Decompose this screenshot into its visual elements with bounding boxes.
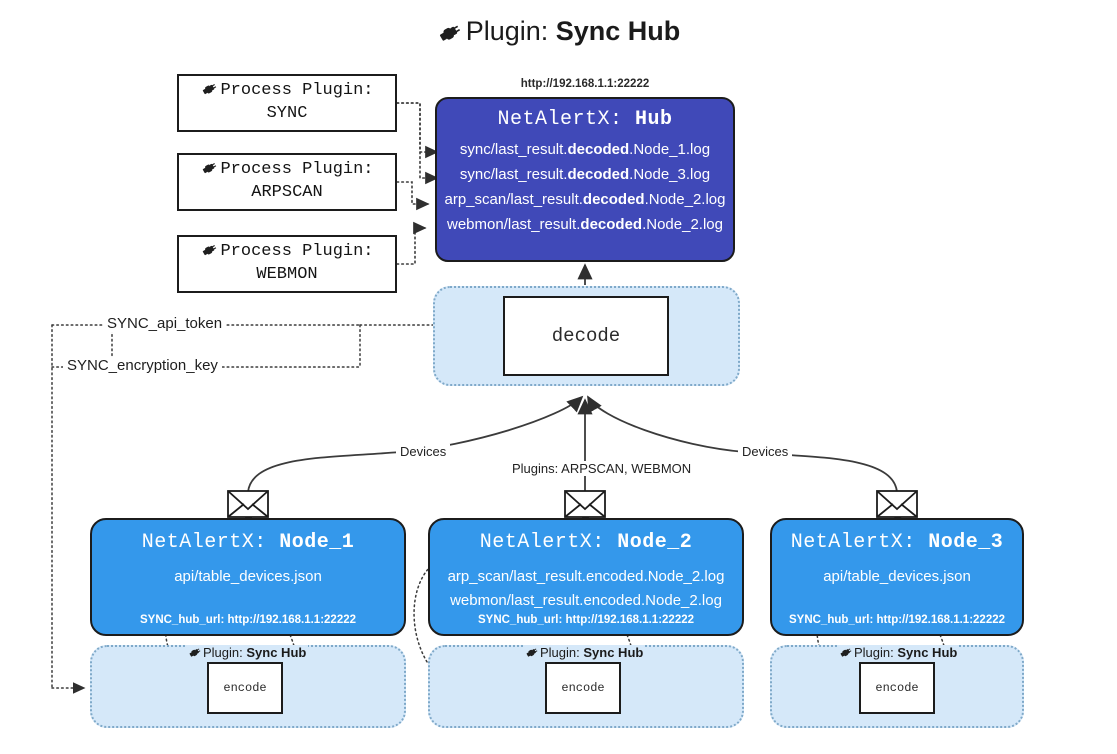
node-lines: arp_scan/last_result.encoded.Node_2.log … [430, 565, 742, 614]
process-plugin-name: ARPSCAN [251, 183, 323, 202]
encode-plugin-label-1: Plugin: Sync Hub [186, 645, 309, 660]
node-lines: api/table_devices.json [772, 565, 1022, 589]
encode-box-node-3[interactable]: encode [859, 662, 935, 714]
secret-label-encryption-key: SYNC_encryption_key [63, 357, 222, 374]
plug-icon [437, 19, 463, 48]
plug-icon [839, 646, 853, 660]
node-footer: SYNC_hub_url: http://192.168.1.1:22222 [788, 614, 1006, 626]
secret-label-api-token: SYNC_api_token [103, 315, 227, 332]
encode-label: encode [875, 681, 919, 695]
edge-label-devices-left: Devices [396, 444, 451, 459]
decode-label: decode [551, 325, 621, 347]
plug-icon [525, 646, 539, 660]
process-plugin-label: Process Plugin: [220, 160, 374, 180]
encode-box-node-1[interactable]: encode [207, 662, 283, 714]
encode-box-node-2[interactable]: encode [545, 662, 621, 714]
title-prefix: Plugin: [465, 16, 549, 46]
plug-icon [200, 160, 219, 177]
process-plugin-name: SYNC [266, 104, 308, 123]
node-header-name: Node_1 [279, 531, 355, 554]
encode-plugin-label-2: Plugin: Sync Hub [523, 645, 646, 660]
node-box-node-3[interactable]: NetAlertX: Node_3 api/table_devices.json… [770, 518, 1024, 636]
node-header: NetAlertX: Node_3 [772, 531, 1022, 554]
hub-url: http://192.168.1.1:22222 [520, 78, 650, 90]
node-footer: SYNC_hub_url: http://192.168.1.1:22222 [477, 614, 695, 626]
process-plugin-label: Process Plugin: [220, 242, 374, 262]
hub-log-line: webmon/last_result.decoded.Node_2.log [447, 215, 723, 233]
node-header-name: Node_3 [928, 531, 1004, 554]
node-header: NetAlertX: Node_2 [430, 531, 742, 554]
node-footer: SYNC_hub_url: http://192.168.1.1:22222 [139, 614, 357, 626]
node-line: api/table_devices.json [823, 568, 971, 585]
node-header: NetAlertX: Node_1 [92, 531, 404, 554]
process-plugin-name: WEBMON [256, 265, 318, 284]
node-line: arp_scan/last_result.encoded.Node_2.log [447, 568, 725, 585]
edge-label-plugins-center: Plugins: ARPSCAN, WEBMON [508, 461, 696, 476]
node-box-node-1[interactable]: NetAlertX: Node_1 api/table_devices.json… [90, 518, 406, 636]
process-plugin-label: Process Plugin: [220, 81, 374, 101]
plug-icon [200, 242, 219, 259]
hub-header-prefix: NetAlertX: [497, 108, 623, 131]
node-line: api/table_devices.json [174, 568, 322, 585]
node-header-prefix: NetAlertX: [141, 531, 267, 554]
encode-label: encode [561, 681, 605, 695]
page-title: Plugin: Sync Hub [0, 16, 1117, 47]
edge-label-devices-right: Devices [738, 444, 793, 459]
hub-header: NetAlertX: Hub [437, 108, 733, 131]
encode-plugin-label-3: Plugin: Sync Hub [837, 645, 960, 660]
hub-log-line: arp_scan/last_result.decoded.Node_2.log [444, 190, 726, 208]
decode-box[interactable]: decode [503, 296, 669, 376]
node-header-name: Node_2 [617, 531, 693, 554]
node-line: webmon/last_result.encoded.Node_2.log [450, 592, 722, 610]
title-name: Sync Hub [555, 16, 681, 46]
process-plugin-box-sync[interactable]: Process Plugin: SYNC [177, 74, 397, 132]
hub-box[interactable]: NetAlertX: Hub sync/last_result.decoded.… [435, 97, 735, 262]
hub-log-line: sync/last_result.decoded.Node_3.log [459, 165, 711, 183]
hub-log-line: sync/last_result.decoded.Node_1.log [459, 141, 711, 158]
plug-icon [188, 646, 202, 660]
node-header-prefix: NetAlertX: [479, 531, 605, 554]
hub-header-name: Hub [635, 108, 673, 131]
process-plugin-box-webmon[interactable]: Process Plugin: WEBMON [177, 235, 397, 293]
node-header-prefix: NetAlertX: [790, 531, 916, 554]
process-plugin-box-arpscan[interactable]: Process Plugin: ARPSCAN [177, 153, 397, 211]
encode-label: encode [223, 681, 267, 695]
node-box-node-2[interactable]: NetAlertX: Node_2 arp_scan/last_result.e… [428, 518, 744, 636]
plug-icon [200, 81, 219, 98]
node-lines: api/table_devices.json [92, 565, 404, 589]
